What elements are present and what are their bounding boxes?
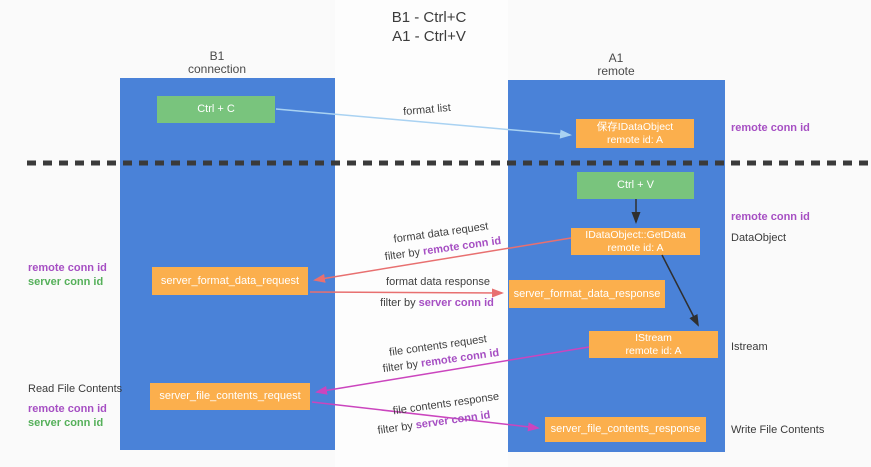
right-label-write-file-contents: Write File Contents <box>731 424 825 436</box>
node-save-dataobject: 保存IDataObject remote id: A <box>576 119 694 148</box>
node-server-format-data-request-label: server_format_data_request <box>160 274 300 287</box>
left-label-remote-conn-id-2: remote conn id <box>28 403 107 415</box>
title-line-2: A1 - Ctrl+V <box>392 28 466 45</box>
diagram-title: B1 - Ctrl+C A1 - Ctrl+V <box>392 8 467 46</box>
lane-b1-subtitle: connection <box>187 62 247 76</box>
label-format-data-response: format data response <box>386 276 490 288</box>
node-save-dataobject-line1: 保存IDataObject <box>596 120 674 133</box>
filter-prefix: filter by <box>380 297 419 309</box>
node-getdata: IDataObject::GetData remote id: A <box>571 228 700 255</box>
node-getdata-line2: remote id: A <box>607 241 664 254</box>
node-getdata-line1: IDataObject::GetData <box>585 228 686 241</box>
node-ctrl-c-label: Ctrl + C <box>197 103 235 115</box>
node-server-file-contents-response-label: server_file_contents_response <box>550 423 701 435</box>
node-ctrl-v-label: Ctrl + V <box>617 179 654 191</box>
title-line-1: B1 - Ctrl+C <box>391 9 467 26</box>
node-ctrl-c: Ctrl + C <box>157 96 275 123</box>
right-label-remote-conn-id-2: remote conn id <box>731 211 810 223</box>
lane-header-a1: A1 remote <box>597 52 634 78</box>
node-server-file-contents-response: server_file_contents_response <box>545 417 706 442</box>
lane-b1-name: B1 <box>209 49 225 63</box>
right-label-istream: Istream <box>731 341 768 353</box>
left-label-read-file-contents: Read File Contents <box>28 383 123 395</box>
lane-header-b1: B1 connection <box>188 50 246 76</box>
left-label-remote-conn-id-1: remote conn id <box>28 262 107 274</box>
left-label-server-conn-id-1: server conn id <box>28 276 104 288</box>
label-filter-server-1: filter by server conn id <box>380 297 494 309</box>
node-save-dataobject-line2: remote id: A <box>606 133 664 146</box>
right-label-remote-conn-id-1: remote conn id <box>731 122 810 134</box>
lane-a1-subtitle: remote <box>597 64 635 78</box>
node-istream: IStream remote id: A <box>589 331 718 358</box>
node-server-format-data-response: server_format_data_response <box>509 280 665 308</box>
node-istream-line1: IStream <box>635 331 672 344</box>
lane-a1-name: A1 <box>608 51 624 65</box>
node-ctrl-v: Ctrl + V <box>577 172 694 199</box>
node-server-file-contents-request: server_file_contents_request <box>150 383 310 410</box>
right-label-dataobject: DataObject <box>731 232 787 244</box>
node-server-format-data-request: server_format_data_request <box>152 267 308 295</box>
node-server-file-contents-request-label: server_file_contents_request <box>159 390 301 402</box>
filter-key-server-conn-id: server conn id <box>418 297 494 309</box>
node-server-format-data-response-label: server_format_data_response <box>513 287 661 300</box>
left-label-server-conn-id-2: server conn id <box>28 417 104 429</box>
node-istream-line2: remote id: A <box>625 344 682 357</box>
